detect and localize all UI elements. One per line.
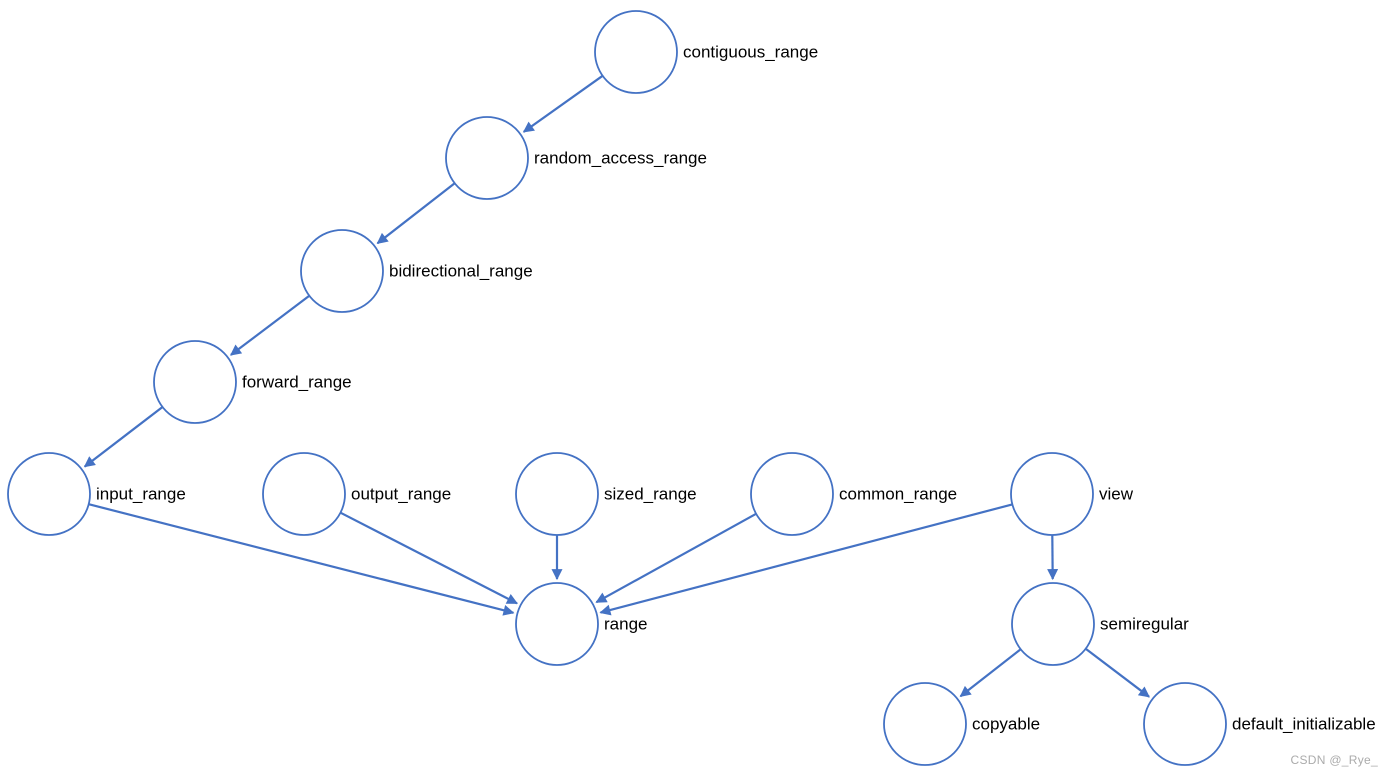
edge-semiregular-to-copyable xyxy=(959,648,1022,698)
node-circle-output_range xyxy=(262,452,346,536)
node-circle-input_range xyxy=(7,452,91,536)
edge-input_range-to-range xyxy=(88,503,515,616)
node-circle-common_range xyxy=(750,452,834,536)
edge-common_range-to-range xyxy=(595,512,757,604)
edge-forward_range-to-input_range xyxy=(83,406,164,468)
node-label-common_range: common_range xyxy=(839,485,957,504)
node-label-contiguous_range: contiguous_range xyxy=(683,43,818,62)
edge-random_access_range-to-bidirectional_range xyxy=(376,182,456,245)
node-label-copyable: copyable xyxy=(972,715,1040,734)
edge-view-to-range xyxy=(599,503,1013,616)
node-circle-forward_range xyxy=(153,340,237,424)
node-circle-semiregular xyxy=(1011,582,1095,666)
csdn-watermark: CSDN @_Rye_ xyxy=(1290,753,1378,767)
edge-contiguous_range-to-random_access_range xyxy=(522,74,604,133)
node-circle-random_access_range xyxy=(445,116,529,200)
node-label-forward_range: forward_range xyxy=(242,373,352,392)
edge-bidirectional_range-to-forward_range xyxy=(230,294,310,356)
node-label-semiregular: semiregular xyxy=(1100,615,1189,634)
edge-output_range-to-range xyxy=(339,511,518,605)
node-label-bidirectional_range: bidirectional_range xyxy=(389,262,533,281)
node-circle-copyable xyxy=(883,682,967,766)
node-label-output_range: output_range xyxy=(351,485,451,504)
node-circle-default_initializable xyxy=(1143,682,1227,766)
node-label-default_initializable: default_initializable xyxy=(1232,715,1376,734)
node-label-range: range xyxy=(604,615,647,634)
node-label-view: view xyxy=(1099,485,1134,504)
node-label-sized_range: sized_range xyxy=(604,485,697,504)
node-circle-bidirectional_range xyxy=(300,229,384,313)
edge-semiregular-to-default_initializable xyxy=(1085,647,1150,698)
node-label-input_range: input_range xyxy=(96,485,186,504)
node-circle-range xyxy=(515,582,599,666)
node-label-random_access_range: random_access_range xyxy=(534,149,707,168)
node-circle-sized_range xyxy=(515,452,599,536)
node-circle-contiguous_range xyxy=(594,10,678,94)
node-circle-view xyxy=(1010,452,1094,536)
